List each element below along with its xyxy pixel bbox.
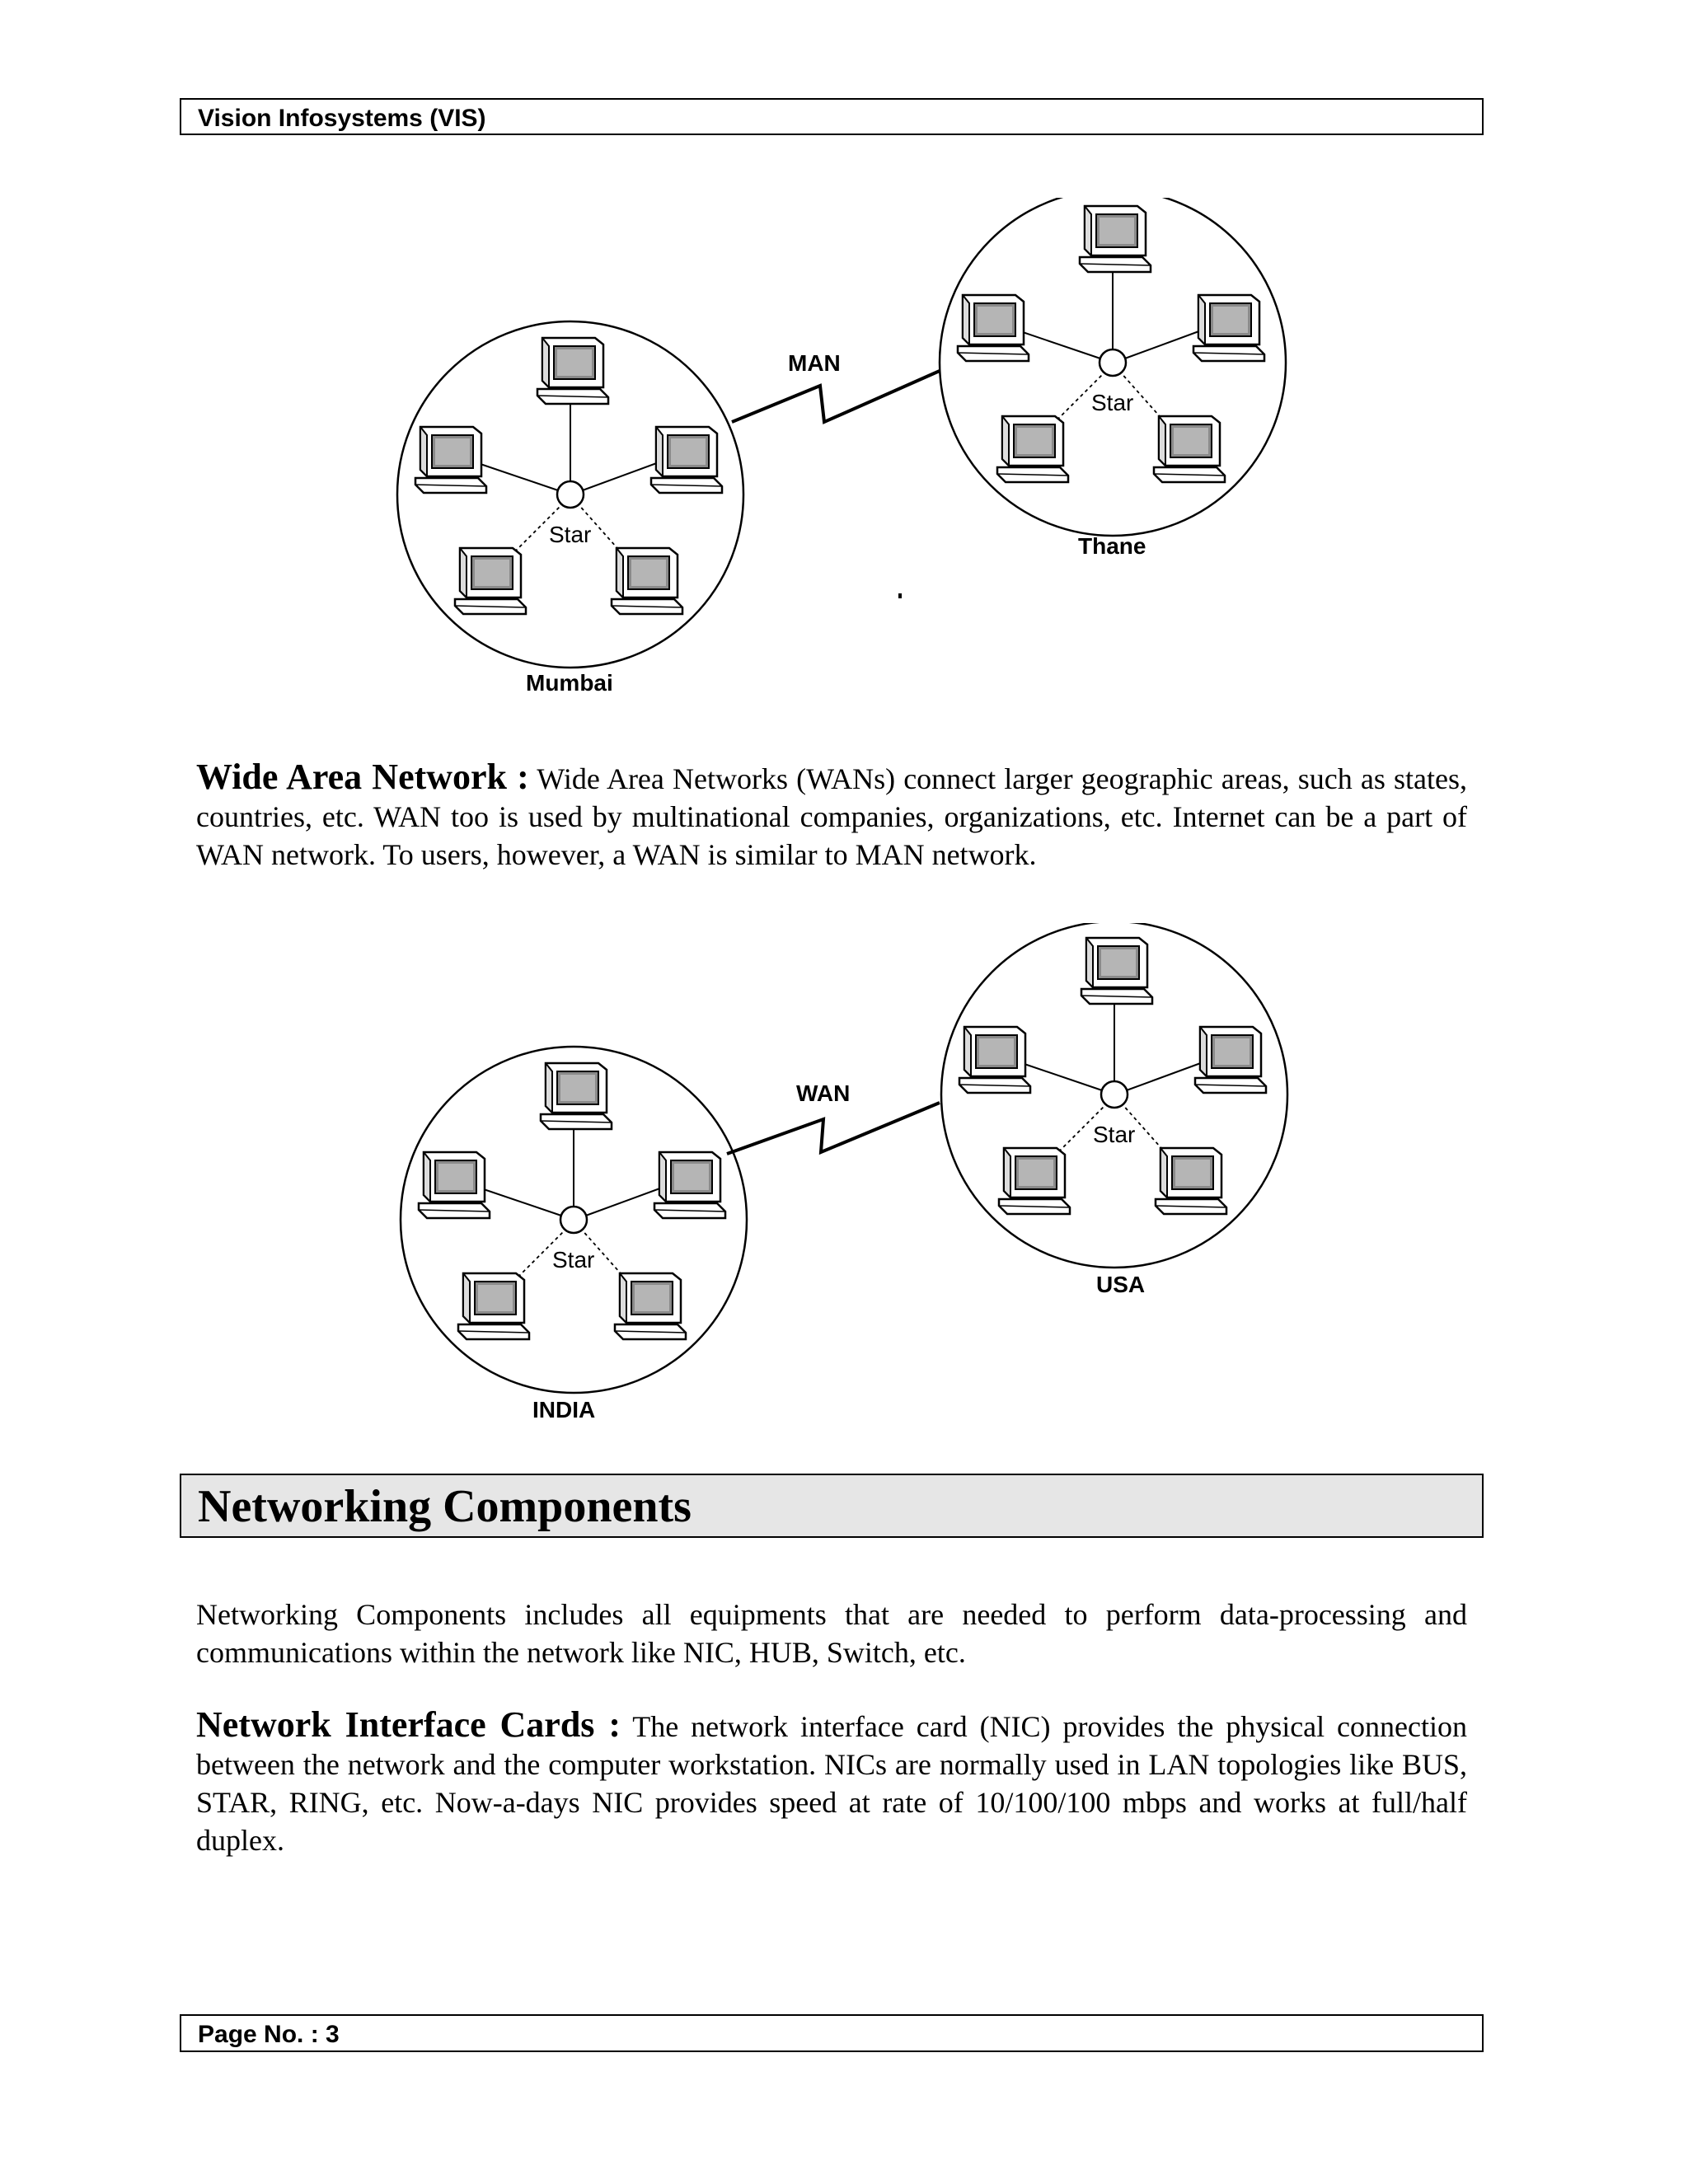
mumbai-city-label: Mumbai bbox=[526, 670, 613, 696]
man-link-line bbox=[731, 369, 940, 424]
page-header: Vision Infosystems (VIS) bbox=[180, 98, 1484, 135]
wan-link-label: WAN bbox=[796, 1080, 850, 1106]
page-number: Page No. : 3 bbox=[198, 2021, 340, 2048]
page-footer: Page No. : 3 bbox=[180, 2014, 1484, 2052]
thane-city-label: Thane bbox=[1078, 533, 1146, 559]
usa-city-label: USA bbox=[1096, 1272, 1145, 1297]
usa-star-network: Star bbox=[941, 923, 1287, 1268]
wan-paragraph: Wide Area Network : Wide Area Networks (… bbox=[196, 758, 1467, 874]
mumbai-hub-label: Star bbox=[549, 522, 591, 547]
india-hub-label: Star bbox=[552, 1247, 594, 1272]
india-star-network: Star bbox=[401, 1047, 747, 1393]
thane-star-network: Star bbox=[940, 198, 1286, 536]
nic-paragraph: Network Interface Cards : The network in… bbox=[196, 1706, 1467, 1859]
nic-term: Network Interface Cards : bbox=[196, 1704, 621, 1745]
nic-description: The network interface card (NIC) provide… bbox=[196, 1710, 1467, 1857]
components-description: Networking Components includes all equip… bbox=[196, 1598, 1467, 1669]
wan-term: Wide Area Network : bbox=[196, 757, 529, 797]
wan-description: Wide Area Networks (WANs) connect larger… bbox=[196, 762, 1467, 871]
man-network-diagram: Star Star MAN Mumbai Thane bbox=[379, 198, 1302, 696]
usa-hub-label: Star bbox=[1093, 1122, 1135, 1147]
man-link-label: MAN bbox=[788, 350, 841, 376]
components-paragraph: Networking Components includes all equip… bbox=[196, 1596, 1467, 1671]
header-title: Vision Infosystems (VIS) bbox=[198, 105, 486, 132]
mumbai-star-network: Star bbox=[397, 321, 743, 668]
wan-network-diagram: Star Star WAN INDIA USA bbox=[382, 923, 1306, 1422]
india-city-label: INDIA bbox=[532, 1397, 595, 1422]
section-heading: Networking Components bbox=[180, 1474, 1484, 1538]
thane-hub-label: Star bbox=[1091, 390, 1133, 415]
section-title: Networking Components bbox=[198, 1481, 692, 1532]
wan-link-line bbox=[726, 1101, 940, 1155]
